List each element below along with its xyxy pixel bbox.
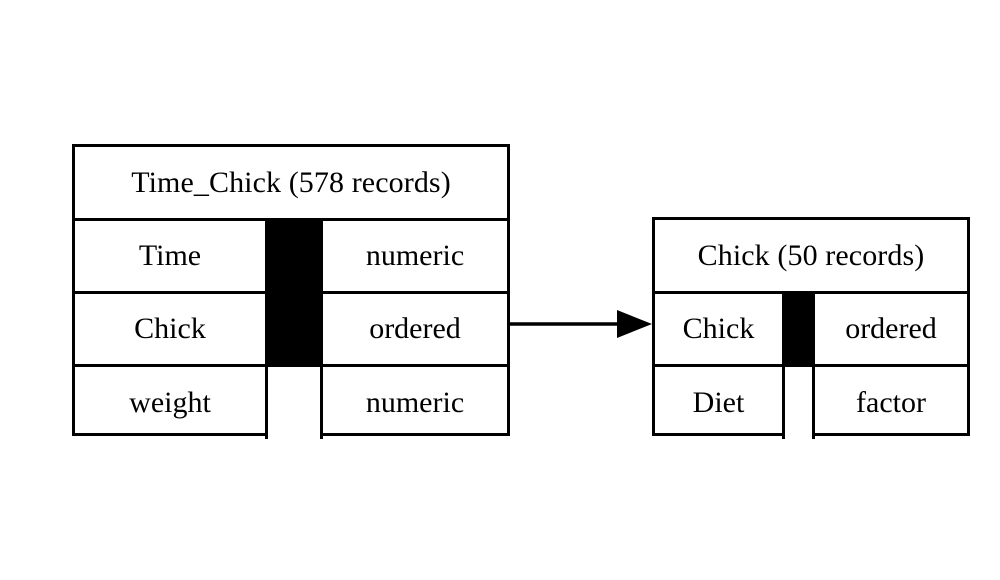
- table-row[interactable]: weight numeric: [75, 367, 507, 439]
- table-row[interactable]: Diet factor: [655, 367, 967, 439]
- table-row[interactable]: Chick ordered: [75, 294, 507, 367]
- table-row[interactable]: Chick ordered: [655, 294, 967, 367]
- table-row[interactable]: Time numeric: [75, 221, 507, 294]
- field-name-weight: weight: [129, 386, 211, 419]
- field-type-chick: ordered: [845, 312, 937, 345]
- entity-header-time-chick: Time_Chick (578 records): [75, 147, 507, 221]
- field-name-time: Time: [138, 239, 202, 272]
- field-type-time: numeric: [365, 239, 465, 272]
- key-marker-empty-icon: [782, 367, 815, 439]
- entity-header-chick: Chick (50 records): [655, 220, 967, 294]
- field-name-chick: Chick: [682, 312, 755, 345]
- field-name-diet: Diet: [692, 386, 745, 419]
- entity-table-time-chick[interactable]: Time_Chick (578 records) Time numeric Ch…: [72, 144, 510, 439]
- field-type-diet: factor: [856, 386, 926, 419]
- field-name-chick: Chick: [134, 312, 206, 345]
- key-marker-empty-icon: [265, 367, 323, 439]
- relationship-arrow-icon: [510, 310, 652, 338]
- key-marker-icon: [265, 221, 323, 294]
- arrowhead-icon: [617, 310, 652, 338]
- field-type-chick: ordered: [369, 312, 461, 345]
- key-marker-icon: [782, 294, 815, 364]
- field-type-weight: numeric: [365, 386, 465, 419]
- entity-table-chick[interactable]: Chick (50 records) Chick ordered Diet fa…: [652, 217, 970, 439]
- key-marker-icon: [265, 294, 323, 364]
